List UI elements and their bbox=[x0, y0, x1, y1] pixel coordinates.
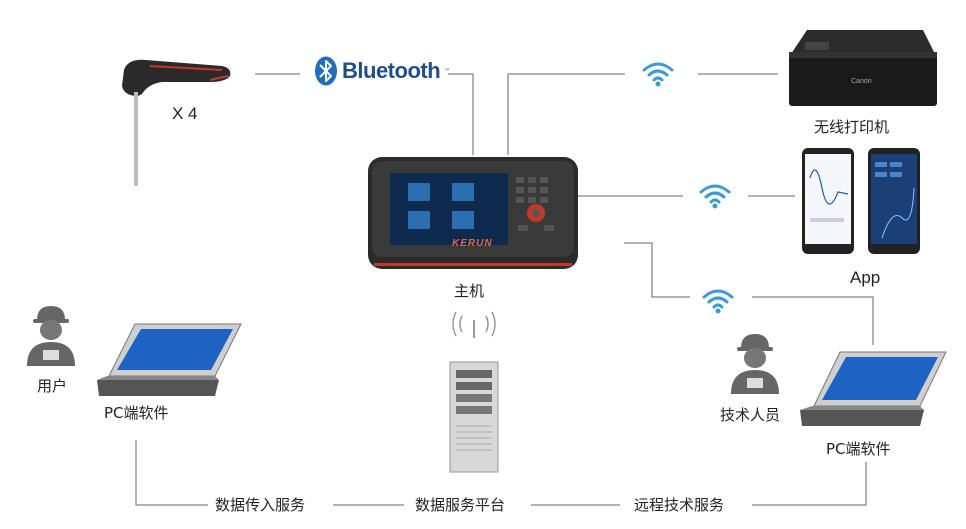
host-device-icon bbox=[368, 157, 578, 269]
printer-device: Canon bbox=[785, 26, 940, 108]
host-label: 主机 bbox=[454, 282, 485, 300]
laptop-icon bbox=[97, 323, 242, 396]
pc-right-device bbox=[800, 348, 950, 430]
probe-count-label: X 4 bbox=[172, 104, 198, 123]
user-label: 用户 bbox=[37, 377, 68, 395]
remote-service-label: 远程技术服务 bbox=[634, 496, 725, 514]
laptop-icon bbox=[800, 351, 947, 426]
technician-label: 技术人员 bbox=[720, 406, 781, 424]
data-platform-label: 数据服务平台 bbox=[415, 496, 506, 514]
wifi-icon-printer bbox=[640, 58, 676, 92]
server-device bbox=[448, 306, 500, 474]
host-device: KERUN bbox=[368, 155, 580, 271]
data-upload-service-label: 数据传入服务 bbox=[215, 496, 306, 514]
server-icon bbox=[449, 311, 499, 473]
wifi-icon-pc bbox=[700, 285, 736, 319]
pc-right-label: PC端软件 bbox=[826, 440, 891, 458]
bluetooth-icon bbox=[315, 56, 337, 86]
bluetooth-tm: ™ bbox=[444, 67, 451, 75]
printer-label: 无线打印机 bbox=[814, 118, 890, 136]
user-icon bbox=[23, 304, 79, 372]
pc-left-label: PC端软件 bbox=[104, 404, 169, 422]
pc-left-device bbox=[97, 320, 245, 400]
wifi-icon-app bbox=[697, 180, 733, 214]
printer-icon bbox=[789, 30, 937, 106]
app-phones bbox=[802, 148, 924, 256]
bluetooth-label: Bluetooth bbox=[342, 58, 441, 83]
app-label: App bbox=[850, 268, 881, 287]
printer-brand: Canon bbox=[851, 78, 872, 85]
technician-icon bbox=[727, 332, 783, 400]
host-brand: KERUN bbox=[452, 238, 493, 249]
probe-device bbox=[110, 52, 240, 192]
phone-icon bbox=[802, 148, 920, 254]
probe-icon bbox=[122, 59, 231, 186]
